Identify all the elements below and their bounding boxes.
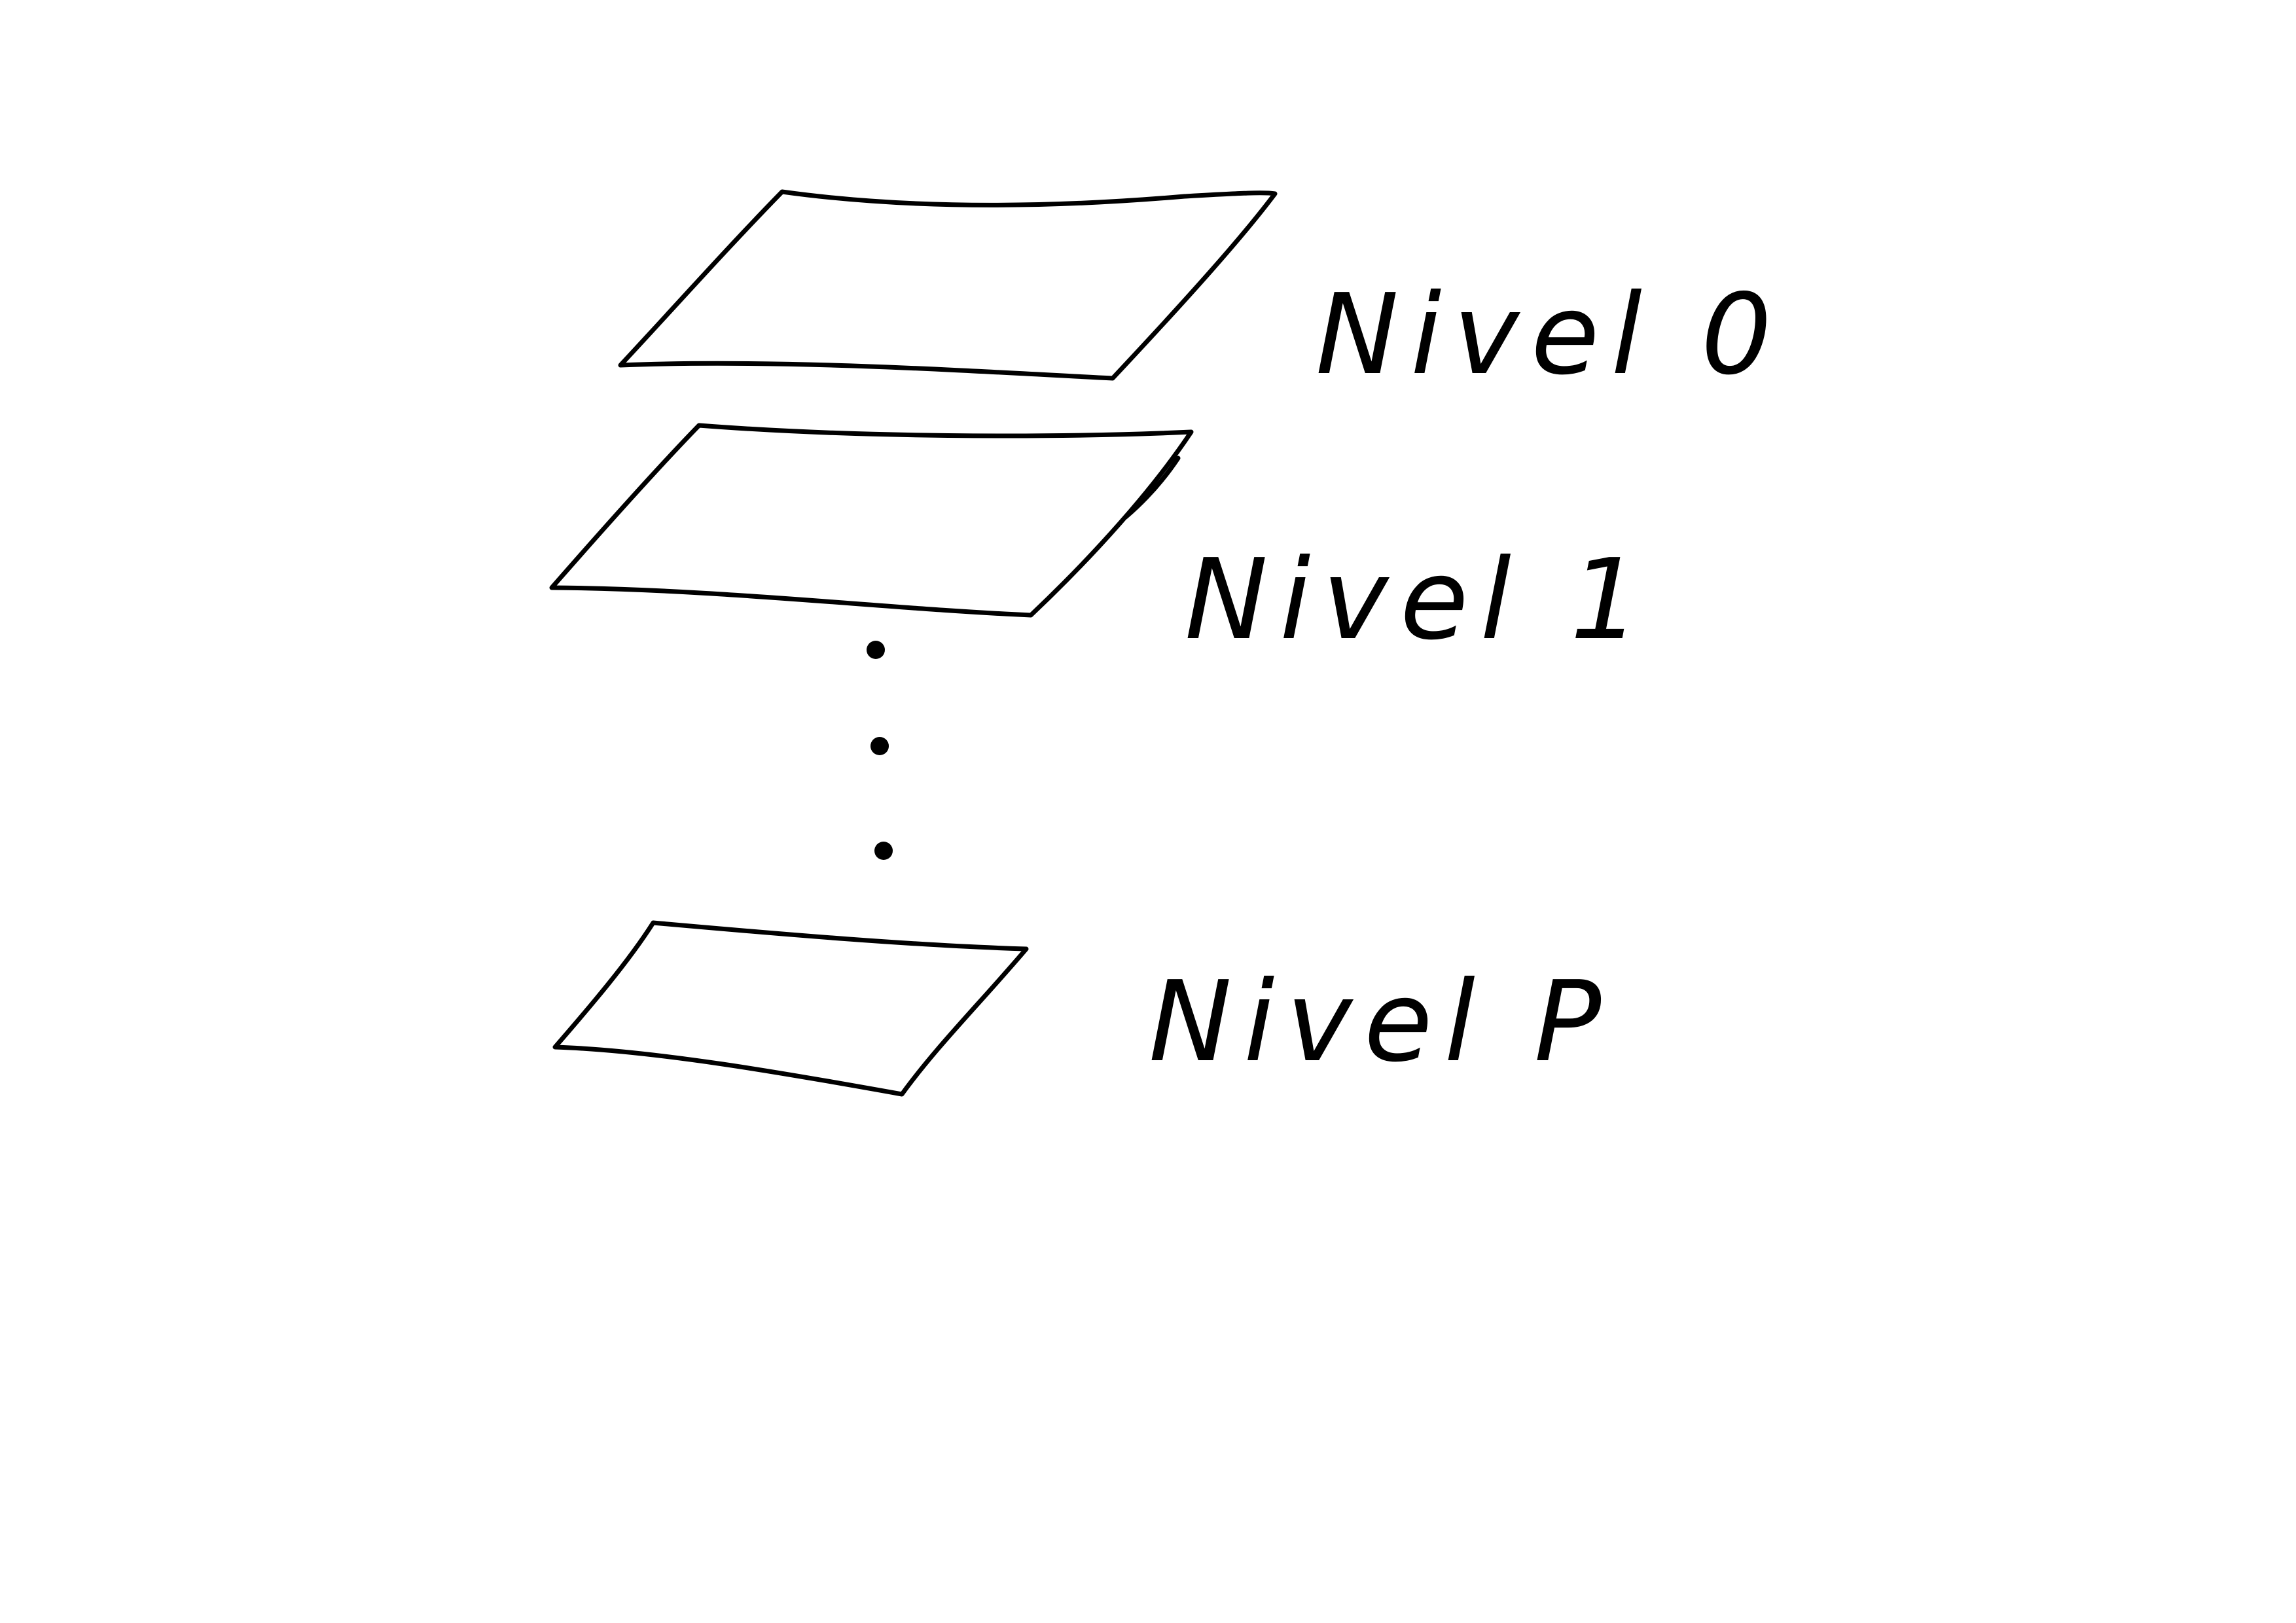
level-p-plane [552, 920, 1029, 1097]
ellipsis-dot [870, 737, 889, 755]
ellipsis-dot [867, 641, 885, 659]
level-1-label: Nivel 1 [1185, 535, 1653, 665]
level-1-plane [549, 423, 1194, 618]
level-1-plane-overstroke [1123, 455, 1181, 520]
level-0-plane [618, 189, 1278, 381]
ellipsis-dot [874, 842, 893, 860]
level-p-label: Nivel P [1149, 957, 1613, 1087]
level-0-label: Nivel 0 [1316, 270, 1784, 400]
